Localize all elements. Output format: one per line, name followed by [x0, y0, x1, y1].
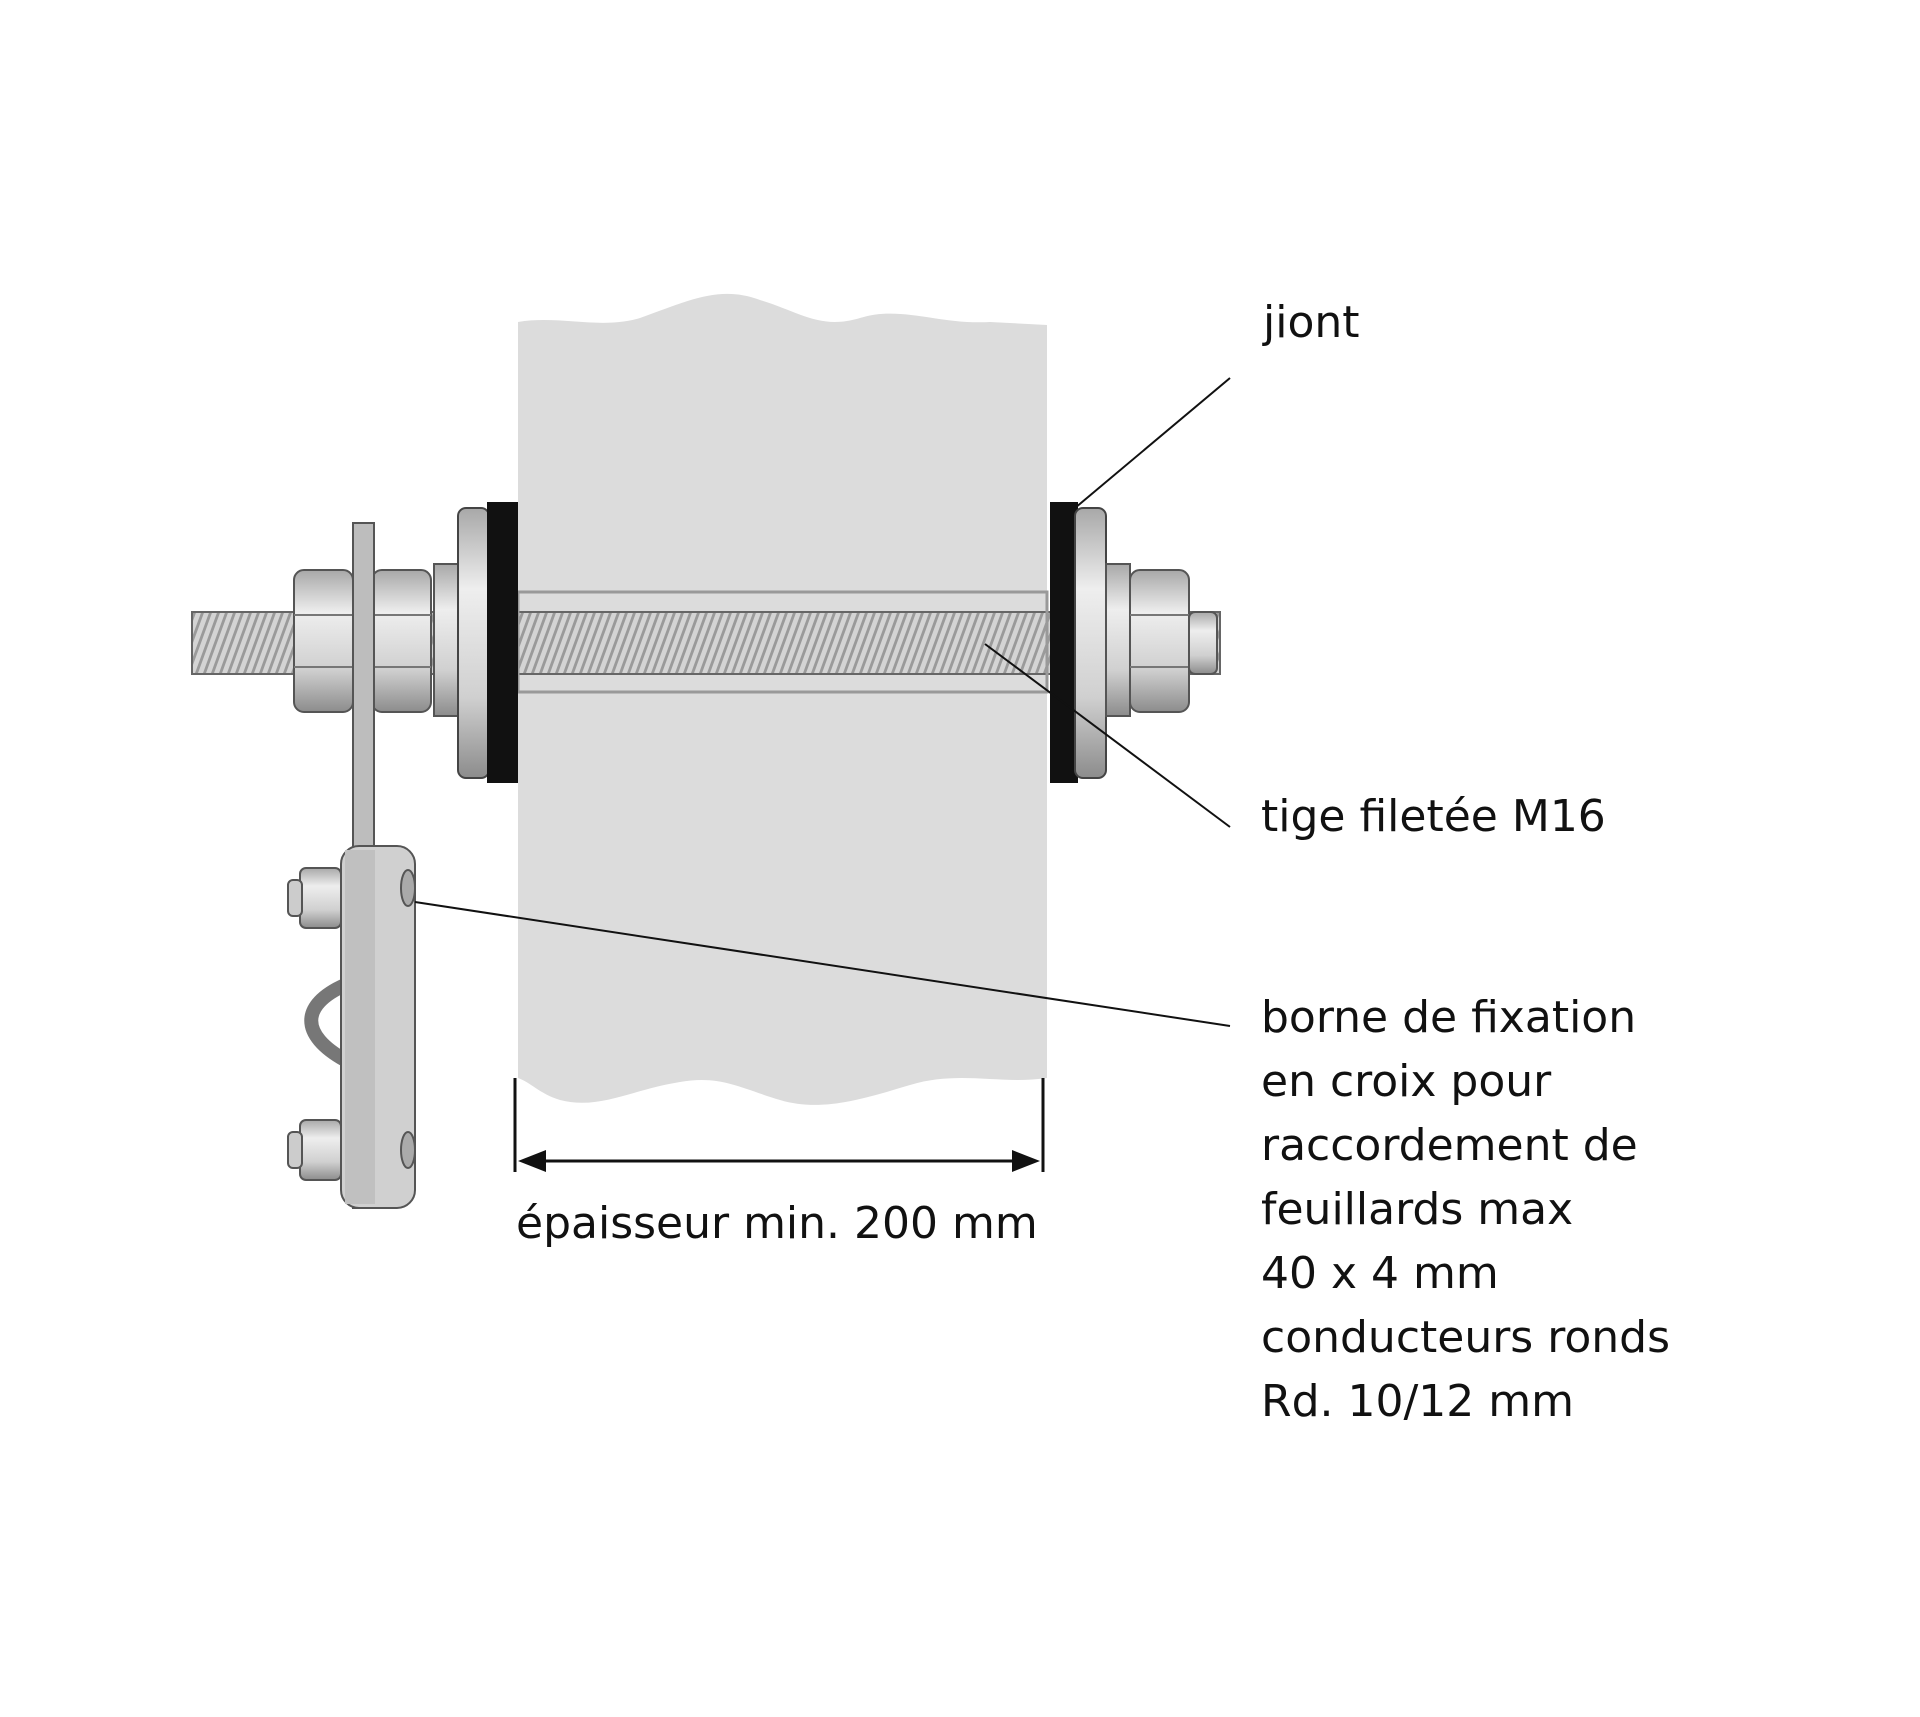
- clamp-label-line: feuillards max: [1261, 1184, 1573, 1235]
- left-gasket: [487, 502, 518, 783]
- thickness-label: épaisseur min. 200 mm: [516, 1198, 1038, 1249]
- left-spacer: [433, 563, 462, 717]
- rod-leader-line: [984, 643, 1231, 828]
- wall: [518, 293, 1047, 1105]
- right-nut: [1129, 569, 1190, 713]
- clamp-label-line: raccordement de: [1261, 1120, 1638, 1171]
- cross-clamp: [287, 845, 416, 1209]
- clamp-label: borne de fixation en croix pour raccorde…: [1261, 992, 1670, 1427]
- clamp-leader-line: [414, 901, 1231, 1027]
- right-washer: [1074, 507, 1107, 779]
- thickness-dimension: [513, 1078, 1045, 1172]
- left-nut-outer: [293, 569, 354, 713]
- joint-label: jiont: [1262, 297, 1360, 348]
- rod-end: [1188, 611, 1218, 675]
- clamp-label-line: en croix pour: [1261, 1056, 1552, 1107]
- left-washer: [457, 507, 490, 779]
- clamp-label-line: conducteurs ronds: [1261, 1312, 1670, 1363]
- clamp-label-line: Rd. 10/12 mm: [1261, 1376, 1574, 1427]
- threaded-rod-label: tige filetée M16: [1261, 791, 1606, 842]
- right-gasket: [1050, 502, 1078, 783]
- clamp-label-line: borne de fixation: [1261, 992, 1636, 1043]
- clamp-label-line: 40 x 4 mm: [1261, 1248, 1499, 1299]
- joint-leader-line: [1074, 377, 1231, 509]
- left-nut-inner: [371, 569, 432, 713]
- right-spacer: [1105, 563, 1131, 717]
